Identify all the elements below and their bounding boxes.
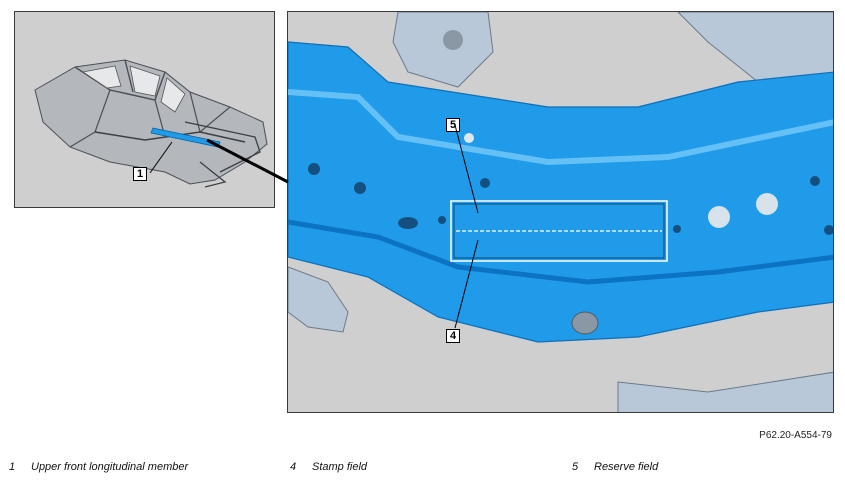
- detail-panel: 5 4: [287, 11, 834, 413]
- legend-text: Reserve field: [594, 461, 659, 473]
- callout-5: 5: [446, 118, 461, 132]
- member-closeup-illustration: [288, 12, 833, 412]
- legend-number: 5: [572, 461, 579, 473]
- callout-4: 4: [446, 329, 461, 343]
- legend-number: 4: [290, 461, 297, 473]
- overview-panel: 1: [14, 11, 275, 208]
- legend-item-4: 4 Stamp field: [290, 461, 367, 473]
- legend-text: Upper front longitudinal member: [31, 461, 189, 473]
- legend-item-1: 1 Upper front longitudinal member: [9, 461, 188, 473]
- legend-text: Stamp field: [312, 461, 368, 473]
- callout-1: 1: [133, 167, 148, 181]
- car-body-illustration: [34, 59, 268, 188]
- reference-code: P62.20-A554-79: [759, 430, 832, 441]
- legend-number: 1: [9, 461, 16, 473]
- legend-item-5: 5 Reserve field: [572, 461, 658, 473]
